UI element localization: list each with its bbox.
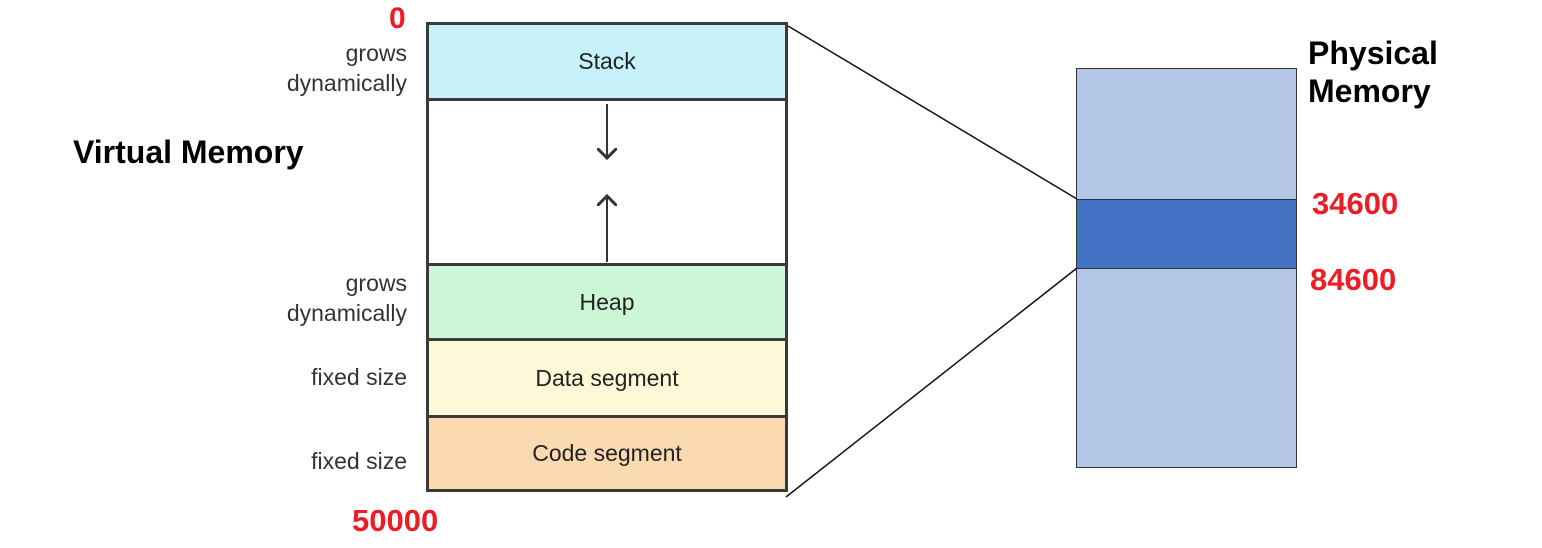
mapped-physical-region xyxy=(1077,199,1296,269)
physical-memory-title: Physical Memory xyxy=(1308,34,1438,110)
physical-region-end-address: 84600 xyxy=(1310,262,1397,297)
code-segment: Code segment xyxy=(429,418,785,489)
stack-segment: Stack xyxy=(429,25,785,101)
mapping-line-top xyxy=(787,25,1078,200)
code-segment-label: Code segment xyxy=(532,440,682,466)
heap-segment: Heap xyxy=(429,263,785,341)
heap-growth-label: grows dynamically xyxy=(286,270,407,326)
virtual-memory-title: Virtual Memory xyxy=(73,134,304,170)
data-size-label: fixed size xyxy=(311,364,407,390)
data-segment: Data segment xyxy=(429,341,785,418)
data-segment-label: Data segment xyxy=(535,364,679,391)
physical-region-start-address: 34600 xyxy=(1312,186,1399,221)
code-size-label: fixed size xyxy=(311,448,407,474)
physical-memory-title-line1: Physical xyxy=(1308,35,1438,71)
stack-growth-label: grows dynamically xyxy=(286,40,407,96)
virtual-end-address: 50000 xyxy=(352,503,439,538)
physical-memory-block xyxy=(1076,68,1297,468)
virtual-start-address: 0 xyxy=(389,2,406,35)
stack-segment-label: Stack xyxy=(578,48,636,74)
heap-segment-label: Heap xyxy=(579,288,635,315)
mapping-line-bottom xyxy=(785,267,1078,498)
physical-memory-title-line2: Memory xyxy=(1308,73,1431,109)
